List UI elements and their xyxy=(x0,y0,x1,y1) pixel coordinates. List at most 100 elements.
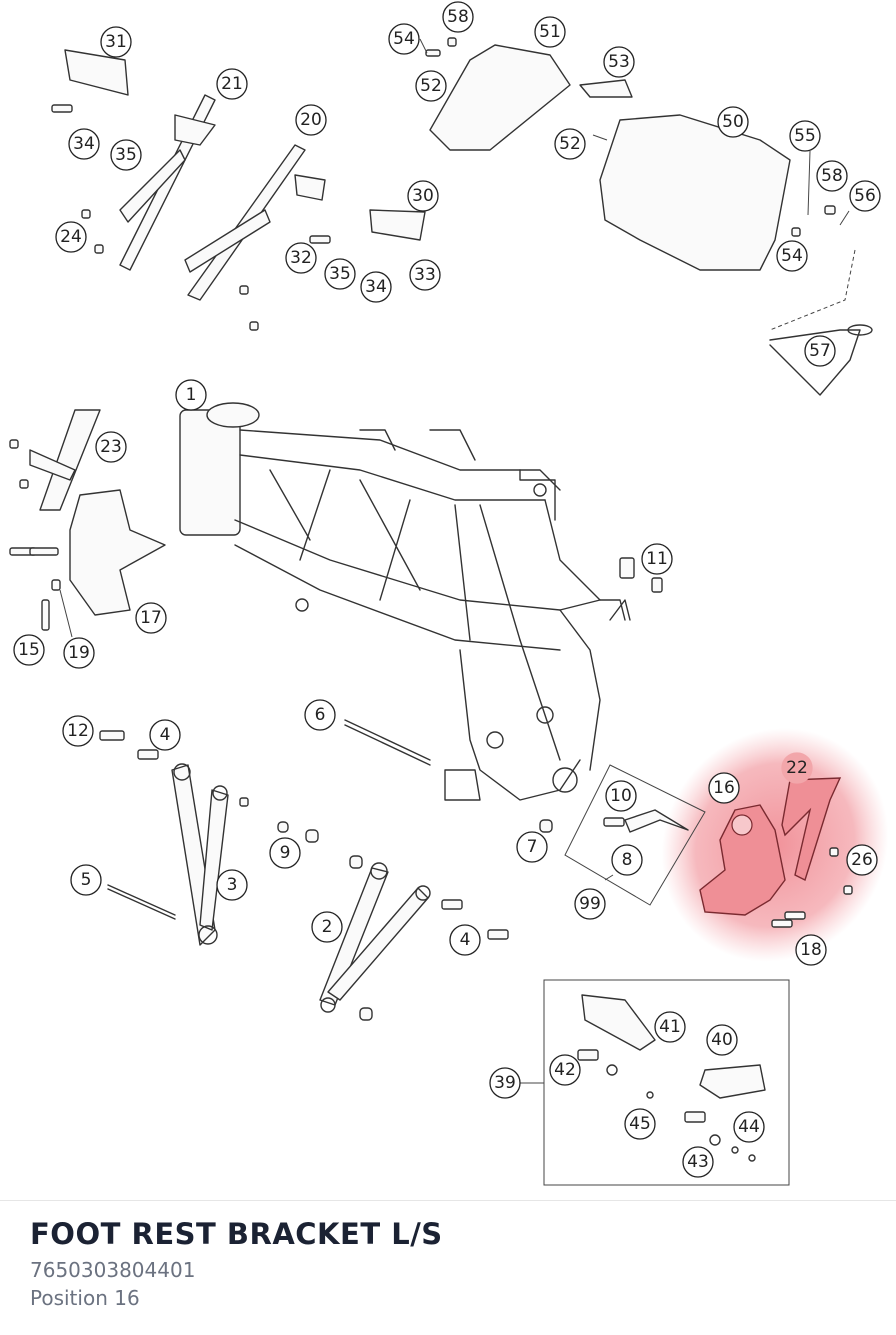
callout-53[interactable]: 53 xyxy=(603,46,635,78)
callout-label: 54 xyxy=(781,246,803,266)
callout-label: 3 xyxy=(227,875,238,895)
callout-35[interactable]: 35 xyxy=(110,139,142,171)
callout-51[interactable]: 51 xyxy=(534,16,566,48)
callout-label: 35 xyxy=(115,145,137,165)
callouts: 31 21 20 34 35 24 30 32 35 34 33 54 58 5… xyxy=(13,1,881,1178)
callout-34[interactable]: 34 xyxy=(68,128,100,160)
callout-39[interactable]: 39 xyxy=(489,1067,521,1099)
callout-label: 23 xyxy=(100,437,122,457)
callout-label: 34 xyxy=(73,134,95,154)
callout-58[interactable]: 58 xyxy=(442,1,474,33)
callout-label: 58 xyxy=(821,166,843,186)
callout-23[interactable]: 23 xyxy=(95,431,127,463)
callout-15[interactable]: 15 xyxy=(13,634,45,666)
frame-drawing xyxy=(179,402,631,801)
callout-31[interactable]: 31 xyxy=(100,26,132,58)
part-number: 7650303804401 xyxy=(30,1258,196,1282)
callout-56[interactable]: 56 xyxy=(849,180,881,212)
callout-26[interactable]: 26 xyxy=(846,844,878,876)
footrest-arms-drawing xyxy=(64,49,426,301)
callout-55[interactable]: 55 xyxy=(789,120,821,152)
callout-label: 12 xyxy=(67,721,89,741)
callout-16[interactable]: 16 xyxy=(708,772,740,804)
callout-4[interactable]: 4 xyxy=(149,719,181,751)
callout-label: 10 xyxy=(610,786,632,806)
callout-17[interactable]: 17 xyxy=(135,602,167,634)
callout-label: 18 xyxy=(800,940,822,960)
callout-99[interactable]: 99 xyxy=(574,888,606,920)
callout-label: 7 xyxy=(527,837,538,857)
callout-43[interactable]: 43 xyxy=(682,1146,714,1178)
callout-45[interactable]: 45 xyxy=(624,1108,656,1140)
callout-18[interactable]: 18 xyxy=(795,934,827,966)
callout-5[interactable]: 5 xyxy=(70,864,102,896)
callout-label: 34 xyxy=(365,277,387,297)
callout-35b[interactable]: 35 xyxy=(324,258,356,290)
callout-label: 51 xyxy=(539,22,561,42)
callout-label: 54 xyxy=(393,29,415,49)
callout-label: 8 xyxy=(622,850,633,870)
callout-2[interactable]: 2 xyxy=(311,911,343,943)
callout-3[interactable]: 3 xyxy=(216,869,248,901)
callout-label: 26 xyxy=(851,850,873,870)
callout-9[interactable]: 9 xyxy=(269,837,301,869)
part-title: FOOT REST BRACKET L/S xyxy=(30,1217,443,1251)
callout-58b[interactable]: 58 xyxy=(816,160,848,192)
callout-label: 42 xyxy=(554,1060,576,1080)
callout-label: 16 xyxy=(713,778,735,798)
callout-1[interactable]: 1 xyxy=(175,379,207,411)
callout-57[interactable]: 57 xyxy=(804,335,836,367)
callout-50[interactable]: 50 xyxy=(717,106,749,138)
callout-10[interactable]: 10 xyxy=(605,780,637,812)
callout-54b[interactable]: 54 xyxy=(776,240,808,272)
callout-label: 58 xyxy=(447,7,469,27)
left-bracket-drawing xyxy=(29,409,166,616)
foot-rest-bracket-highlight xyxy=(699,777,842,916)
callout-label: 44 xyxy=(738,1117,760,1137)
callout-label: 19 xyxy=(68,643,90,663)
callout-33[interactable]: 33 xyxy=(409,259,441,291)
callout-label: 52 xyxy=(559,134,581,154)
callout-41[interactable]: 41 xyxy=(654,1011,686,1043)
callout-21[interactable]: 21 xyxy=(216,68,248,100)
callout-label: 20 xyxy=(300,110,322,130)
callout-label: 99 xyxy=(579,894,601,914)
callout-label: 35 xyxy=(329,264,351,284)
kit-39-box xyxy=(520,979,790,1186)
callout-52b[interactable]: 52 xyxy=(554,128,586,160)
callout-32[interactable]: 32 xyxy=(285,242,317,274)
callout-12[interactable]: 12 xyxy=(62,715,94,747)
callout-44[interactable]: 44 xyxy=(733,1111,765,1143)
callout-20[interactable]: 20 xyxy=(295,104,327,136)
callout-34b[interactable]: 34 xyxy=(360,271,392,303)
callout-label: 52 xyxy=(420,76,442,96)
part-position: Position 16 xyxy=(30,1286,140,1310)
callout-label: 41 xyxy=(659,1017,681,1037)
kit-99-box xyxy=(564,764,706,906)
callout-label: 24 xyxy=(60,227,82,247)
callout-52[interactable]: 52 xyxy=(415,70,447,102)
callout-label: 45 xyxy=(629,1114,651,1134)
callout-label: 57 xyxy=(809,341,831,361)
exploded-parts-diagram: 31 21 20 34 35 24 30 32 35 34 33 54 58 5… xyxy=(9,1,889,1186)
callout-label: 55 xyxy=(794,126,816,146)
callout-label: 4 xyxy=(160,725,171,745)
callout-4b[interactable]: 4 xyxy=(449,924,481,956)
callout-24[interactable]: 24 xyxy=(55,221,87,253)
rear-parts-drawing xyxy=(429,44,873,396)
callout-7[interactable]: 7 xyxy=(516,831,548,863)
callout-22[interactable]: 22 xyxy=(781,752,813,784)
callout-42[interactable]: 42 xyxy=(549,1054,581,1086)
callout-8[interactable]: 8 xyxy=(611,844,643,876)
callout-40[interactable]: 40 xyxy=(706,1024,738,1056)
callout-label: 39 xyxy=(494,1073,516,1093)
callout-6[interactable]: 6 xyxy=(304,699,336,731)
callout-label: 9 xyxy=(280,843,291,863)
callout-30[interactable]: 30 xyxy=(407,180,439,212)
callout-19[interactable]: 19 xyxy=(63,637,95,669)
callout-label: 15 xyxy=(18,640,40,660)
callout-label: 17 xyxy=(140,608,162,628)
callout-11[interactable]: 11 xyxy=(641,543,673,575)
callout-label: 2 xyxy=(322,917,333,937)
callout-54[interactable]: 54 xyxy=(388,23,420,55)
